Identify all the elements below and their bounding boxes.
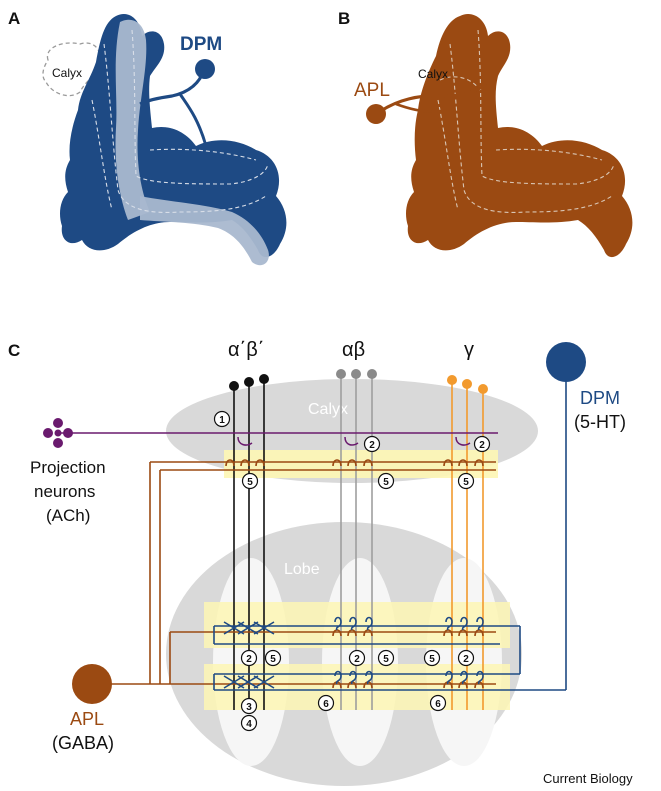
panel-c-projection-neurons [43, 418, 498, 448]
source-credit: Current Biology [543, 771, 633, 786]
panel-c-pn-label-line1: Projection [30, 458, 106, 477]
panel-a-dpm-neuron [139, 59, 215, 147]
svg-text:3: 3 [246, 702, 252, 713]
panel-c-dpm-transmitter: (5-HT) [574, 412, 626, 432]
kc-ab-soma [351, 369, 361, 379]
panel-c-apl-name: APL [70, 709, 104, 729]
panel-a-lobe-outlines [91, 29, 269, 213]
marker-2: 2 [473, 435, 491, 453]
svg-text:2: 2 [354, 654, 360, 665]
svg-text:5: 5 [463, 477, 469, 488]
panel-b-apl-neuron [366, 82, 487, 124]
marker-5: 5 [377, 649, 395, 667]
kc-gamma-soma [447, 375, 457, 385]
panel-c-pn-label-line3: (ACh) [46, 506, 90, 525]
svg-text:1: 1 [219, 415, 225, 426]
panel-c-apl-neuron [110, 459, 496, 689]
svg-text:5: 5 [383, 477, 389, 488]
panel-a-highlighted-lobe-vertical [115, 19, 150, 220]
marker-3: 3 [240, 697, 258, 715]
marker-4: 4 [240, 714, 258, 732]
panel-c-dpm-neuron [213, 380, 567, 691]
panel-c-number-markers: 1 2 2 5 5 5 2 [213, 410, 491, 732]
svg-text:2: 2 [479, 440, 485, 451]
marker-2: 2 [240, 649, 258, 667]
panel-c: C Calyx Lobe α΄β΄ αβ γ [8, 339, 626, 786]
kc-ab-soma [336, 369, 346, 379]
marker-6: 6 [317, 694, 335, 712]
svg-text:4: 4 [246, 719, 252, 730]
panel-a: A Calyx DPM [8, 9, 287, 266]
svg-text:2: 2 [369, 440, 375, 451]
panel-c-dpm-name: DPM [580, 388, 620, 408]
marker-6: 6 [429, 694, 447, 712]
svg-text:2: 2 [246, 654, 252, 665]
svg-text:2: 2 [463, 654, 469, 665]
panel-c-header-gamma: γ [464, 339, 474, 361]
marker-1: 1 [213, 410, 231, 428]
kc-ab-prime-soma [244, 377, 254, 387]
marker-2: 2 [457, 649, 475, 667]
svg-text:5: 5 [383, 654, 389, 665]
svg-text:6: 6 [323, 699, 329, 710]
panel-b: B Calyx APL [338, 9, 633, 258]
panel-b-apl-soma [366, 104, 386, 124]
panel-c-header-ab: αβ [342, 339, 365, 361]
panel-c-letter: C [8, 341, 20, 360]
panel-c-calyx-highlight-band [224, 450, 498, 478]
panel-a-calyx-label: Calyx [52, 66, 82, 80]
panel-c-dpm-soma [546, 342, 586, 382]
panel-b-letter: B [338, 9, 350, 28]
marker-2: 2 [363, 435, 381, 453]
panel-c-apl-soma [72, 664, 112, 704]
panel-a-dpm-soma [195, 59, 215, 79]
marker-5: 5 [423, 649, 441, 667]
panel-a-letter: A [8, 9, 20, 28]
panel-b-mushroom-body [406, 14, 633, 258]
kc-ab-prime-soma [259, 374, 269, 384]
marker-5: 5 [241, 472, 259, 490]
panel-c-header-ab-prime: α΄β΄ [228, 339, 264, 361]
svg-text:5: 5 [247, 477, 253, 488]
kc-ab-soma [367, 369, 377, 379]
panel-c-pn-label-line2: neurons [34, 482, 95, 501]
kc-gamma-soma [478, 384, 488, 394]
panel-c-apl-transmitter: (GABA) [52, 733, 114, 753]
panel-c-lobe-highlight-band-upper [204, 602, 510, 648]
panel-a-highlighted-lobe-horizontal [140, 196, 269, 266]
kc-gamma-soma [462, 379, 472, 389]
marker-2: 2 [348, 649, 366, 667]
panel-c-lobe-label: Lobe [284, 561, 320, 578]
panel-a-dpm-label: DPM [180, 34, 222, 55]
marker-5: 5 [377, 472, 395, 490]
panel-b-apl-label: APL [354, 80, 390, 101]
svg-text:6: 6 [435, 699, 441, 710]
marker-5: 5 [264, 649, 282, 667]
svg-text:5: 5 [270, 654, 276, 665]
panel-c-calyx-label: Calyx [308, 401, 348, 418]
panel-b-calyx-label: Calyx [418, 67, 448, 81]
svg-text:5: 5 [429, 654, 435, 665]
marker-5: 5 [457, 472, 475, 490]
kc-ab-prime-soma [229, 381, 239, 391]
